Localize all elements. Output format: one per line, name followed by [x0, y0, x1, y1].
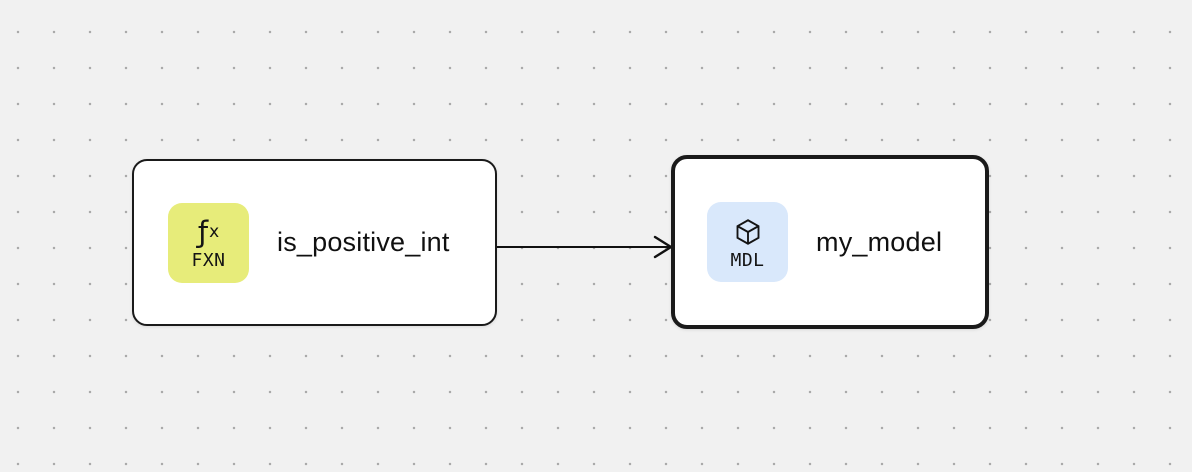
node-label: is_positive_int: [277, 227, 450, 257]
cube-icon: [733, 215, 763, 249]
function-glyph-x: x: [209, 221, 220, 242]
node-my-model[interactable]: MDL my_model: [671, 155, 989, 329]
edge-arrowhead-icon: [653, 235, 673, 259]
function-badge-label: FXN: [191, 250, 226, 271]
node-label: my_model: [816, 226, 943, 257]
model-badge: MDL: [707, 202, 788, 282]
function-glyph-f: ƒ: [197, 214, 209, 249]
model-badge-label: MDL: [730, 249, 765, 271]
